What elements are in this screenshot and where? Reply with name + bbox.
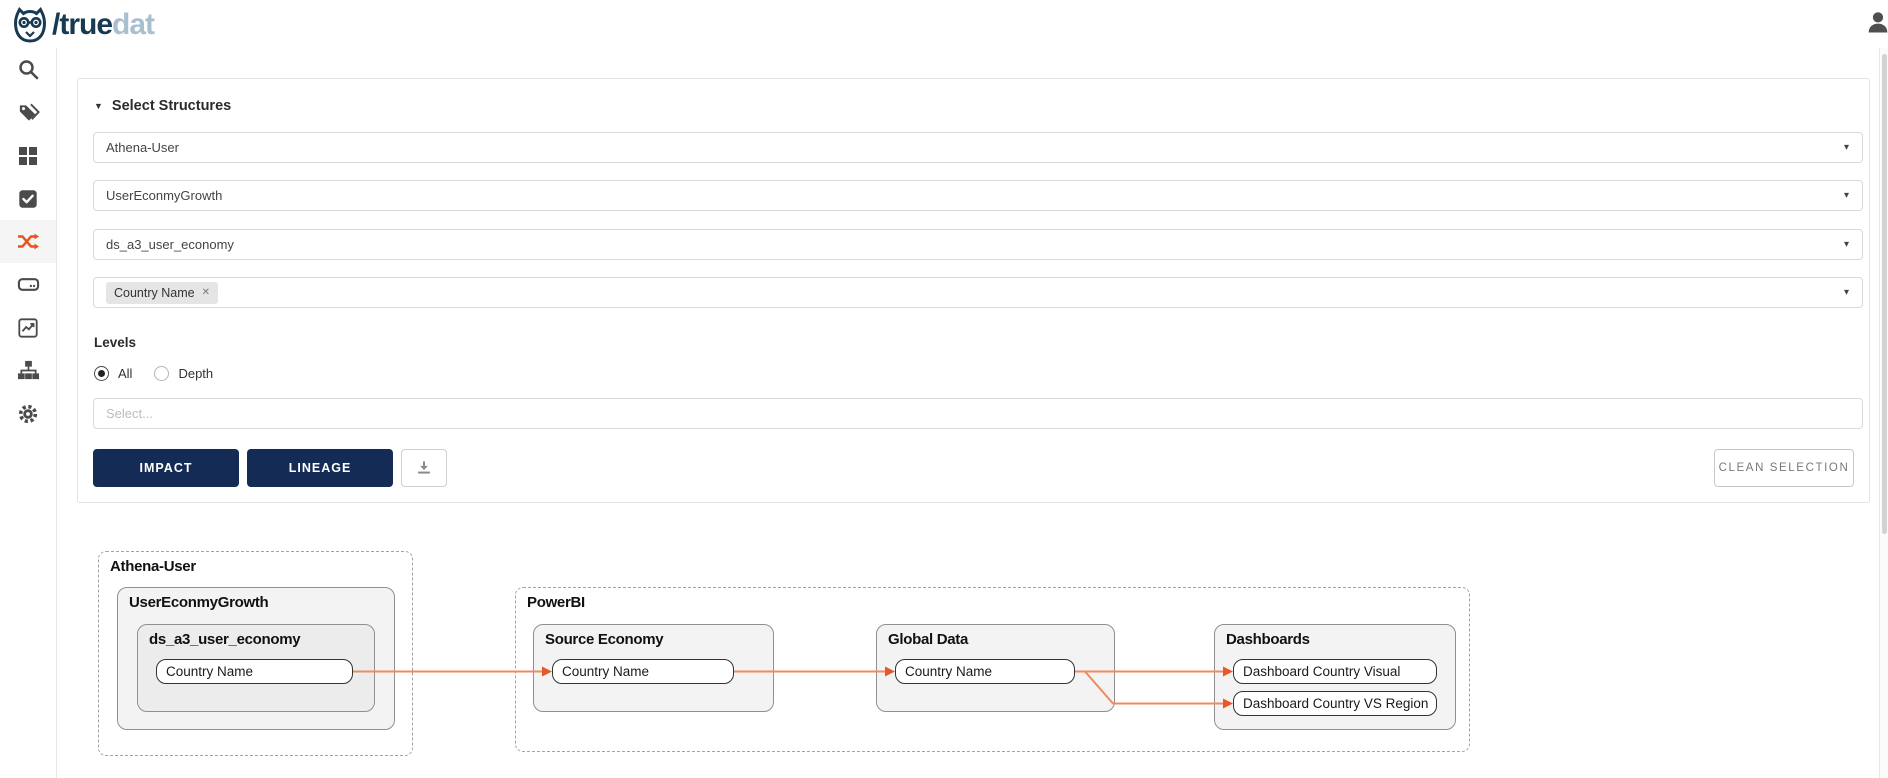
lineage-button[interactable]: LINEAGE xyxy=(247,449,393,487)
select-structures-panel: ▼ Select Structures Athena-User ▾ UserEc… xyxy=(77,78,1870,503)
sidebar-nav xyxy=(0,48,57,778)
chart-line-icon xyxy=(18,317,38,338)
tags-icon xyxy=(19,103,40,121)
selected-field-label: Country Name xyxy=(114,285,195,300)
node-athena-country-name[interactable]: Country Name xyxy=(156,659,353,684)
system-select-value: Athena-User xyxy=(106,140,179,155)
owl-icon xyxy=(13,6,47,43)
sidebar-item-glossary[interactable] xyxy=(0,91,56,134)
structure-select[interactable]: ds_a3_user_economy ▾ xyxy=(93,229,1863,260)
group-select-value: UserEconmyGrowth xyxy=(106,188,223,203)
container-powerbi: PowerBI xyxy=(515,587,1470,752)
radio-all-label: All xyxy=(118,366,133,381)
group-usereconmygrowth-label: UserEconmyGrowth xyxy=(129,594,269,611)
node-dashboard-country-visual[interactable]: Dashboard Country Visual xyxy=(1233,659,1437,684)
radio-depth-label: Depth xyxy=(178,366,214,381)
grid-icon xyxy=(19,146,37,165)
sidebar-item-quality[interactable] xyxy=(0,177,56,220)
system-select[interactable]: Athena-User ▾ xyxy=(93,132,1863,163)
chevron-down-icon: ▾ xyxy=(1843,190,1849,201)
sidebar-item-domains[interactable] xyxy=(0,349,56,392)
sidebar-item-settings[interactable] xyxy=(0,392,56,435)
sidebar-item-lineage[interactable] xyxy=(0,220,56,263)
vertical-scrollbar[interactable] xyxy=(1879,48,1888,778)
node-source-economy-country-name[interactable]: Country Name xyxy=(552,659,734,684)
group-global-data-label: Global Data xyxy=(888,631,969,648)
group-select[interactable]: UserEconmyGrowth ▾ xyxy=(93,180,1863,211)
gear-icon xyxy=(18,404,38,423)
top-header: /truedat xyxy=(0,0,1888,48)
panel-collapse-toggle[interactable]: ▼ Select Structures xyxy=(94,98,231,114)
levels-radio-group: All Depth xyxy=(94,366,235,381)
shuffle-lineage-icon xyxy=(18,233,39,250)
scrollbar-thumb[interactable] xyxy=(1882,54,1887,534)
remove-tag-icon[interactable]: ✕ xyxy=(201,287,210,298)
group-ds-a3-user-economy-label: ds_a3_user_economy xyxy=(149,631,301,648)
node-global-data-country-name[interactable]: Country Name xyxy=(895,659,1075,684)
levels-label: Levels xyxy=(94,335,137,350)
chevron-down-icon: ▾ xyxy=(1843,287,1849,298)
collapse-caret-icon: ▼ xyxy=(94,101,103,111)
panel-title-text: Select Structures xyxy=(111,98,232,114)
group-source-economy-label: Source Economy xyxy=(545,631,664,648)
depth-select-input[interactable] xyxy=(93,398,1863,429)
container-athena-user-label: Athena-User xyxy=(110,558,196,575)
radio-depth[interactable] xyxy=(154,366,170,381)
radio-all[interactable] xyxy=(94,366,109,381)
user-icon xyxy=(1868,12,1888,33)
container-athena-user: Athena-User xyxy=(98,551,413,756)
structure-select-value: ds_a3_user_economy xyxy=(106,237,234,252)
sidebar-item-dashboards[interactable] xyxy=(0,306,56,349)
clean-selection-button[interactable]: CLEAN SELECTION xyxy=(1714,449,1854,487)
lineage-graph: Athena-User UserEconmyGrowth ds_a3_user_… xyxy=(0,540,1888,778)
sitemap-icon xyxy=(17,360,39,380)
chevron-down-icon: ▾ xyxy=(1843,142,1849,153)
truedat-logo[interactable]: /truedat xyxy=(10,5,155,45)
user-menu-button[interactable] xyxy=(1864,8,1888,36)
field-select[interactable]: Country Name ✕ ▾ xyxy=(93,277,1863,308)
download-icon xyxy=(418,461,430,474)
drive-icon xyxy=(17,278,39,291)
impact-button[interactable]: IMPACT xyxy=(93,449,239,487)
download-button[interactable] xyxy=(401,449,447,487)
sidebar-item-systems[interactable] xyxy=(0,263,56,306)
group-dashboards-label: Dashboards xyxy=(1226,631,1310,648)
selected-field-tag: Country Name ✕ xyxy=(106,281,218,304)
check-square-icon xyxy=(19,189,37,208)
search-icon xyxy=(18,60,38,80)
container-powerbi-label: PowerBI xyxy=(527,594,585,611)
node-dashboard-country-vs-region[interactable]: Dashboard Country VS Region xyxy=(1233,691,1437,716)
logo-wordmark: /truedat xyxy=(52,8,155,41)
sidebar-item-search[interactable] xyxy=(0,48,56,91)
chevron-down-icon: ▾ xyxy=(1843,239,1849,250)
sidebar-item-catalog[interactable] xyxy=(0,134,56,177)
action-buttons: IMPACT LINEAGE xyxy=(93,449,447,487)
